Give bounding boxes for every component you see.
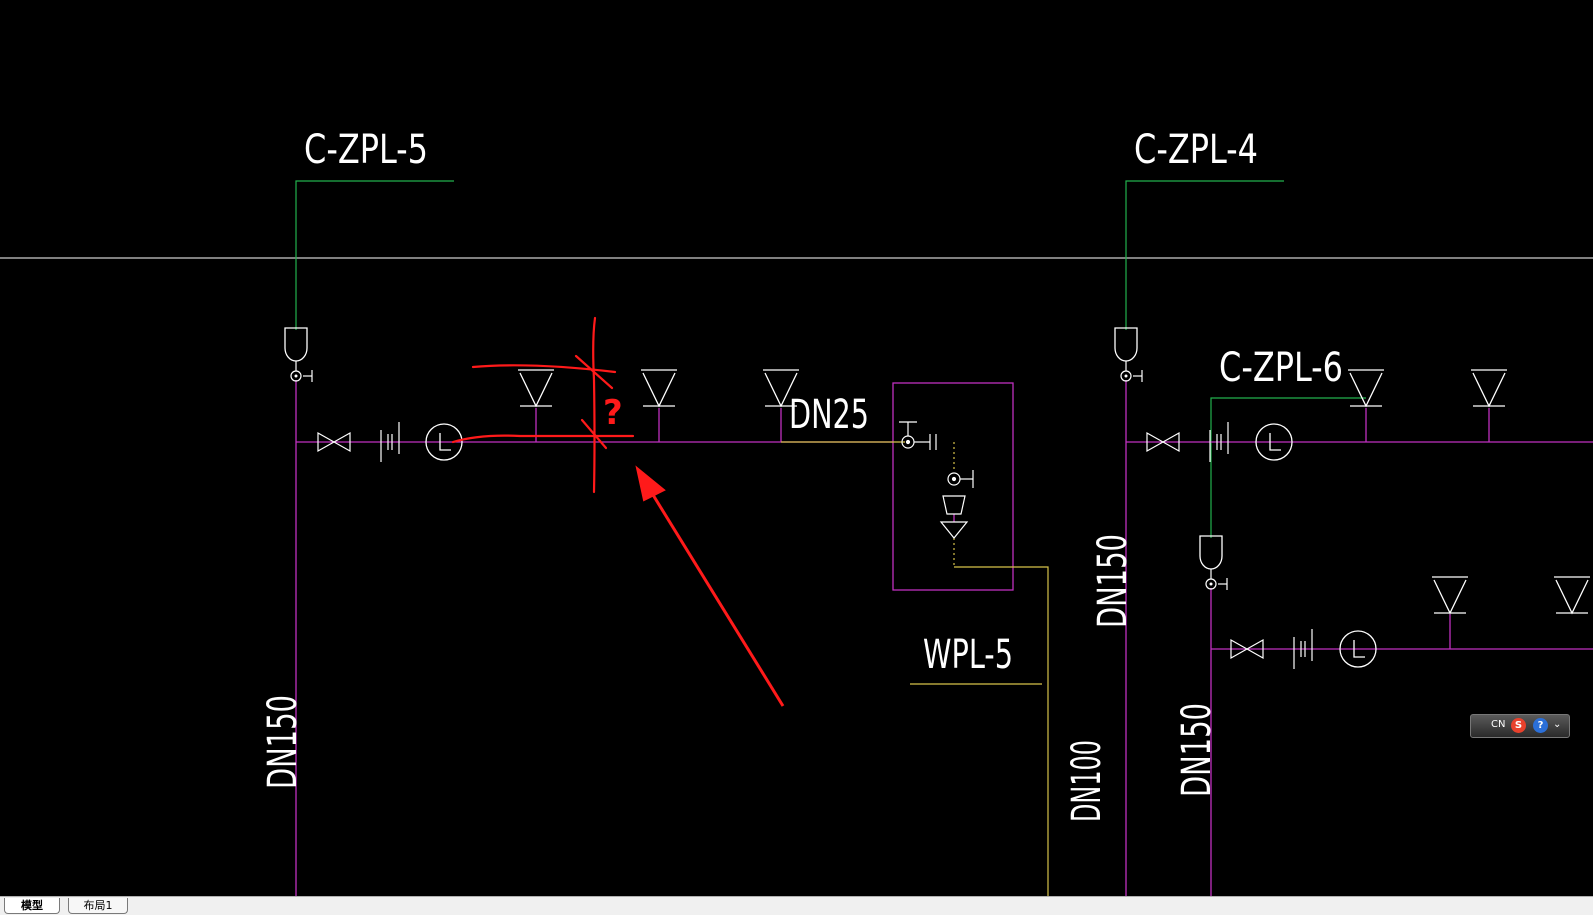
ime-toolbar[interactable]: CN S ? ⌄ [1470,714,1570,738]
fire-pipes [295,380,1593,896]
test-valve-assembly [899,421,974,539]
riser-leaders [295,180,1366,538]
red-markup [451,316,635,494]
label-pipe-left: DN150 [260,695,306,789]
red-arrow-icon [635,465,785,707]
cad-drawing-canvas[interactable]: C-ZPL-5 C-ZPL-4 C-ZPL-6 DN25 WPL-5 DN150… [0,0,1593,896]
sprinkler-icon [517,369,555,407]
label-riser-left: C-ZPL-5 [304,127,428,173]
label-pipe-drain: DN100 [1064,740,1110,822]
sprinkler-icon [1553,576,1591,614]
tab-model[interactable]: 模型 [4,898,60,914]
chevron-down-icon[interactable]: ⌄ [1553,719,1562,730]
sprinkler-icon [1470,369,1508,407]
annotation-question-mark: ? [603,393,623,433]
signal-valve-icon [1199,535,1228,591]
label-drain-riser: WPL-5 [923,632,1013,678]
sogou-logo-icon[interactable]: S [1511,718,1526,733]
label-riser-right: C-ZPL-6 [1219,345,1343,391]
signal-valve-icon [1114,327,1143,383]
sprinkler-icon [1347,369,1385,407]
drain-lines [781,441,1049,896]
layout-tab-bar: 模型 布局1 [0,896,1593,915]
sprinkler-icon [1431,576,1469,614]
label-riser-mid: C-ZPL-4 [1134,127,1258,173]
help-icon[interactable]: ? [1533,718,1548,733]
tab-layout1[interactable]: 布局1 [68,898,128,914]
label-branch-pipe: DN25 [789,392,869,438]
signal-valve-icon [284,327,313,383]
label-pipe-right: DN150 [1174,703,1220,797]
label-pipe-mid: DN150 [1090,534,1136,628]
ime-mode-toggle[interactable]: CN [1491,719,1506,730]
sprinkler-icon [640,369,678,407]
